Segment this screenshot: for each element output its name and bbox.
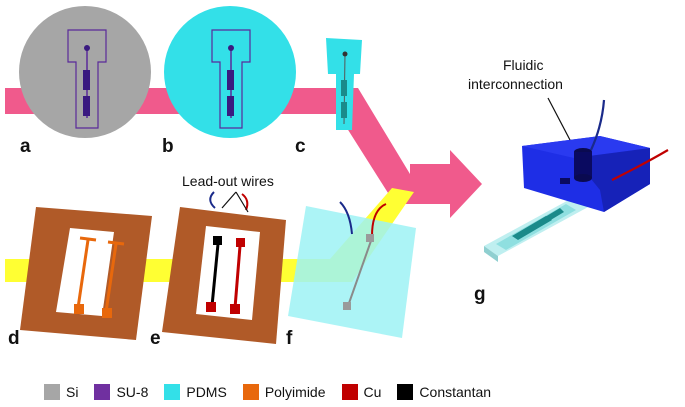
panel-d-polyimide-sensor	[20, 207, 152, 340]
panel-label-c: c	[295, 136, 306, 157]
panel-e-thermocouple	[162, 191, 286, 344]
legend-swatch-pdms	[164, 384, 181, 400]
material-legend: Si SU-8 PDMS Polyimide Cu Constantan	[44, 384, 507, 400]
panel-c-pdms-strip	[326, 38, 362, 130]
legend-item-constantan: Constantan	[397, 384, 491, 400]
legend-item-cu: Cu	[341, 384, 382, 400]
lead-out-arrows	[221, 191, 249, 213]
legend-label-cu: Cu	[363, 384, 382, 400]
legend-swatch-su8	[94, 384, 111, 400]
legend-label-constantan: Constantan	[419, 384, 492, 400]
fluidic-pointer	[547, 97, 571, 141]
panel-label-g: g	[474, 284, 486, 305]
legend-item-si: Si	[44, 384, 78, 400]
panel-label-e: e	[150, 328, 161, 349]
legend-item-polyimide: Polyimide	[242, 384, 326, 400]
fluidic-label-line1: Fluidic	[503, 57, 543, 73]
pink-flow-path	[5, 88, 482, 218]
panel-label-d: d	[8, 328, 20, 349]
legend-item-su8: SU-8	[94, 384, 148, 400]
legend-label-pdms: PDMS	[186, 384, 227, 400]
legend-swatch-cu	[341, 384, 358, 400]
panel-label-a: a	[20, 136, 31, 157]
legend-swatch-polyimide	[242, 384, 259, 400]
legend-swatch-constantan	[397, 384, 414, 400]
panel-g-assembled-device	[484, 99, 669, 262]
panel-label-f: f	[286, 328, 293, 349]
legend-label-polyimide: Polyimide	[264, 384, 326, 400]
legend-item-pdms: PDMS	[164, 384, 227, 400]
panel-b-pdms-cast	[164, 6, 296, 138]
legend-label-su8: SU-8	[116, 384, 149, 400]
panel-a-si-wafer	[19, 6, 151, 138]
fluidic-label-line2: interconnection	[468, 76, 563, 92]
fabrication-process-diagram: a b c d	[5, 6, 669, 349]
legend-swatch-si	[44, 384, 60, 400]
lead-out-wires-label: Lead-out wires	[182, 173, 274, 189]
panel-f-bonded-sensor	[288, 201, 416, 338]
panel-label-b: b	[162, 136, 174, 157]
legend-label-si: Si	[66, 384, 79, 400]
